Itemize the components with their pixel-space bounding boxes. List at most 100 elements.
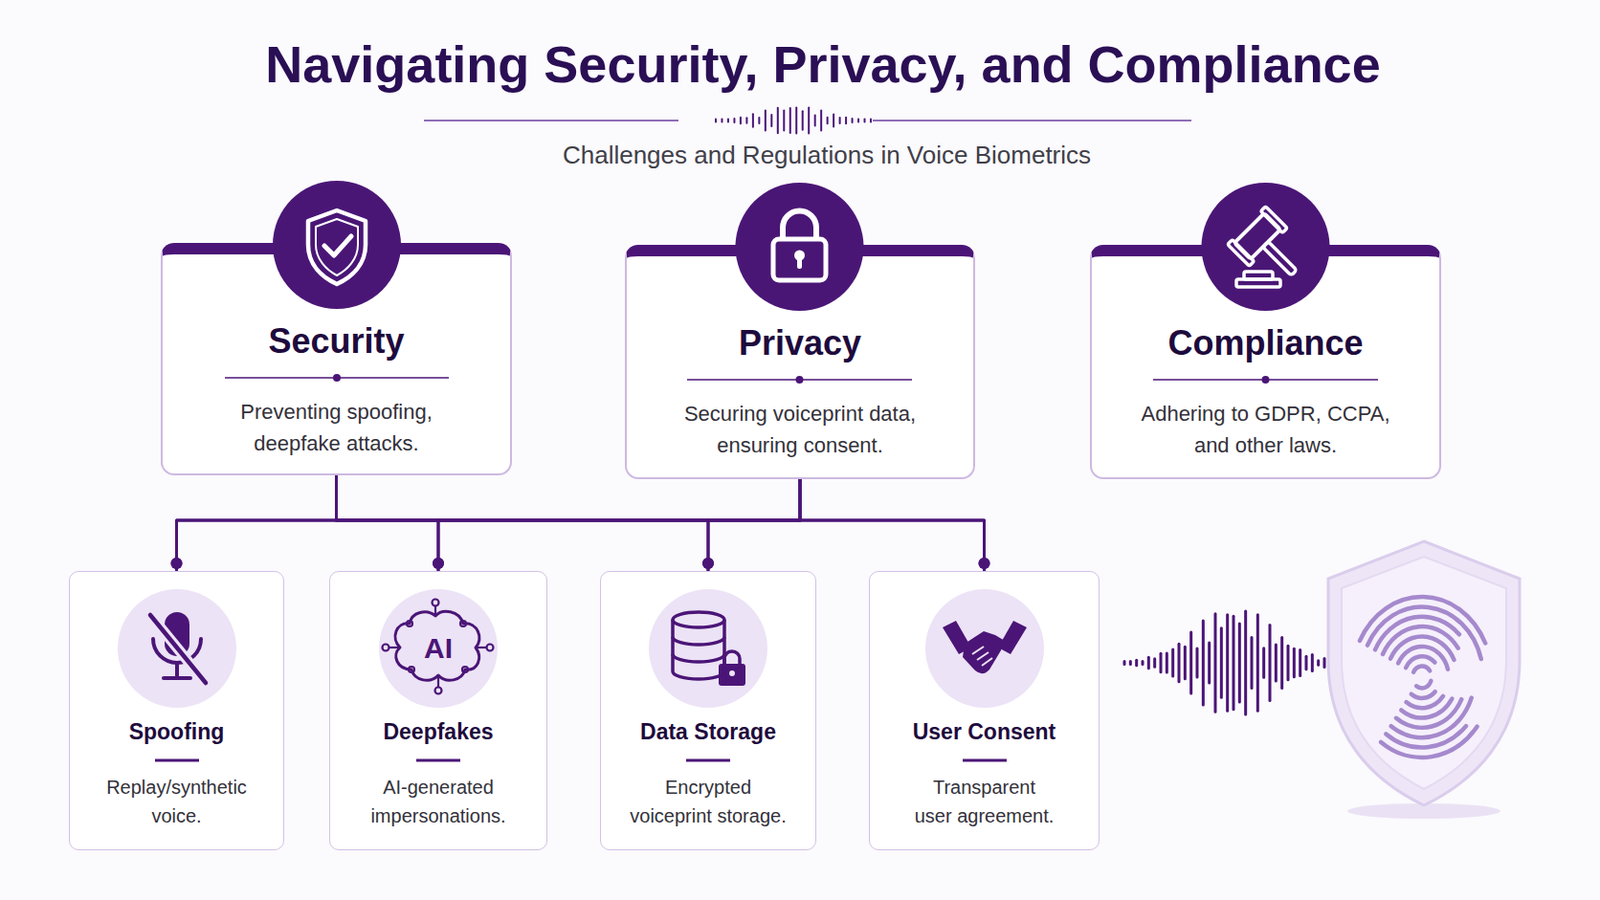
wave-bar bbox=[1196, 648, 1200, 678]
wave-bar bbox=[820, 110, 823, 131]
wave-bar bbox=[1165, 653, 1169, 673]
junction-dot bbox=[171, 557, 183, 570]
shield-illustration bbox=[1328, 541, 1520, 806]
topic-body: Encrypted voiceprint storage. bbox=[624, 773, 793, 831]
topic-body: AI-generated impersonations. bbox=[356, 773, 520, 831]
fingerprint-ridge bbox=[1375, 617, 1460, 651]
fingerprint-ridge bbox=[1380, 727, 1477, 758]
topic-body: Transparent user agreement. bbox=[912, 773, 1056, 831]
wave-bar bbox=[1292, 648, 1296, 677]
wave-bar bbox=[1214, 614, 1218, 712]
wave-bar bbox=[1177, 644, 1181, 682]
wave-bar bbox=[1238, 623, 1242, 703]
bus-connector bbox=[800, 479, 985, 572]
fingerprint-illustration bbox=[1359, 597, 1486, 758]
topic-heading: Deepfakes bbox=[333, 717, 544, 747]
category-card: SecurityPreventing spoofing, deepfake at… bbox=[160, 243, 512, 476]
card-body: Securing voiceprint data, ensuring conse… bbox=[666, 398, 934, 462]
wave-bar bbox=[1141, 662, 1145, 666]
fingerprint-ridge bbox=[1390, 636, 1455, 661]
fingerprint-ridge bbox=[1382, 626, 1459, 655]
fingerprint-ridge bbox=[1359, 597, 1486, 644]
wave-bar bbox=[714, 119, 717, 123]
wave-bar bbox=[1201, 621, 1205, 706]
diagram-title: Navigating Security, Privacy, and Compli… bbox=[265, 33, 1380, 95]
wave-bar bbox=[789, 108, 792, 134]
voice-waveform bbox=[1124, 611, 1325, 715]
wave-bar bbox=[782, 111, 785, 132]
title-rule bbox=[423, 119, 679, 122]
wave-bar bbox=[720, 119, 723, 123]
wave-bar bbox=[807, 108, 810, 134]
card-heading: Security bbox=[164, 320, 509, 363]
wave-bar bbox=[839, 117, 842, 124]
fingerprint-ridge bbox=[1405, 656, 1435, 668]
fingerprint-ridge bbox=[1398, 646, 1448, 670]
wave-bar bbox=[832, 113, 835, 127]
wave-bar bbox=[1159, 653, 1163, 673]
wave-bar bbox=[733, 118, 735, 123]
bus-connector bbox=[438, 479, 800, 572]
title-rule bbox=[872, 119, 1192, 122]
wave-bar bbox=[1134, 660, 1138, 667]
fingerprint-ridge bbox=[1367, 606, 1482, 660]
topic-card: User ConsentTransparent user agreement. bbox=[868, 571, 1100, 851]
fingerprint-ridge bbox=[1411, 691, 1436, 699]
fingerprint-ridge bbox=[1413, 666, 1430, 673]
wave-bar bbox=[1244, 611, 1247, 715]
wave-bar bbox=[1225, 615, 1229, 712]
shield-illustration bbox=[1341, 556, 1507, 790]
padlock-icon bbox=[782, 211, 817, 243]
wave-bar bbox=[745, 117, 748, 124]
wave-bar bbox=[727, 119, 730, 123]
junction-dot bbox=[171, 557, 183, 570]
wave-bar bbox=[1274, 644, 1278, 682]
junction-dot bbox=[702, 557, 714, 570]
card-body: Adhering to GDPR, CCPA, and other laws. bbox=[1132, 398, 1400, 462]
junction-dot bbox=[702, 557, 714, 570]
topic-card: Data StorageEncrypted voiceprint storage… bbox=[600, 571, 817, 851]
wave-bar bbox=[864, 119, 867, 123]
wave-bar bbox=[826, 117, 829, 125]
topic-heading: Spoofing bbox=[72, 717, 281, 747]
wave-bar bbox=[770, 114, 773, 127]
fingerprint-ridge bbox=[1406, 696, 1445, 709]
wave-bar bbox=[1207, 643, 1211, 684]
wave-bar bbox=[1280, 638, 1284, 689]
wave-bar bbox=[1262, 648, 1266, 678]
junction-dot bbox=[432, 557, 445, 570]
wave-bar bbox=[1298, 650, 1302, 677]
bus-connector bbox=[336, 475, 985, 572]
wave-bar bbox=[1220, 628, 1223, 699]
card-heading: Compliance bbox=[1093, 322, 1438, 365]
junction-dot bbox=[978, 557, 991, 570]
junction-dot bbox=[432, 557, 445, 570]
bus-connector bbox=[177, 479, 801, 572]
fingerprint-ridge bbox=[1391, 698, 1472, 739]
wave-bar bbox=[869, 119, 872, 123]
topic-body: Replay/synthetic voice. bbox=[95, 773, 259, 831]
topic-card: DeepfakesAI-generated impersonations. bbox=[329, 571, 548, 851]
wave-bar bbox=[1256, 615, 1260, 712]
bus-connector bbox=[336, 475, 440, 572]
wave-bar bbox=[1232, 616, 1236, 711]
card-heading: Privacy bbox=[628, 322, 972, 365]
wave-bar bbox=[764, 110, 767, 131]
wave-bar bbox=[1323, 658, 1327, 667]
wave-bar bbox=[1129, 662, 1133, 666]
fingerprint-ridge bbox=[1385, 726, 1467, 748]
icon-text: AI bbox=[423, 631, 453, 667]
wave-bar bbox=[757, 117, 760, 124]
bus-connector bbox=[336, 475, 710, 572]
category-card: ComplianceAdhering to GDPR, CCPA, and ot… bbox=[1089, 244, 1442, 480]
wave-bar bbox=[801, 111, 804, 131]
wave-bar bbox=[752, 113, 755, 127]
wave-bar bbox=[1268, 624, 1272, 701]
gavel-head bbox=[1261, 206, 1289, 234]
fingerprint-ridge bbox=[1416, 681, 1431, 689]
category-card: PrivacySecuring voiceprint data, ensurin… bbox=[624, 244, 976, 480]
topic-heading: Data Storage bbox=[603, 717, 813, 747]
topic-heading: User Consent bbox=[872, 717, 1096, 747]
wave-bar bbox=[1250, 637, 1254, 689]
